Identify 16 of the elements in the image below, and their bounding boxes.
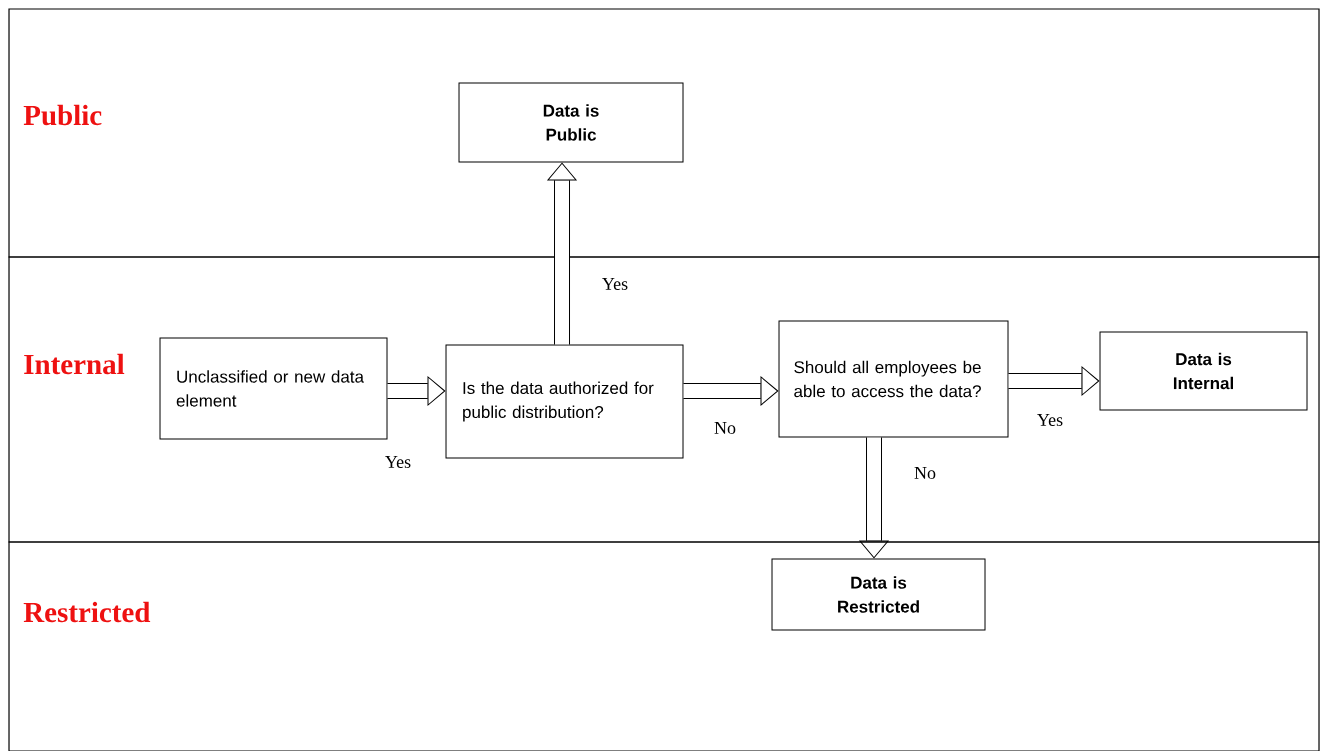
process-box: Data is Public xyxy=(458,82,684,163)
edge-label: Yes xyxy=(1035,413,1065,427)
edge-label: Yes xyxy=(383,455,413,469)
block-arrow xyxy=(547,162,577,345)
edge-label: Yes xyxy=(600,277,630,291)
block-arrow xyxy=(683,376,779,406)
edge-label: No xyxy=(913,466,937,480)
block-arrow xyxy=(1008,366,1100,396)
process-box: Is the data authorized for public distribution? xyxy=(445,344,684,459)
edge-label: No xyxy=(713,421,737,435)
process-box: Data is Restricted xyxy=(771,558,986,631)
process-box: Data is Internal xyxy=(1099,331,1308,411)
block-arrow xyxy=(859,437,889,559)
process-box: Should all employees be able to access the data? xyxy=(778,320,1009,438)
block-arrow xyxy=(387,376,446,406)
process-box: Unclassified or new data element xyxy=(159,337,388,440)
